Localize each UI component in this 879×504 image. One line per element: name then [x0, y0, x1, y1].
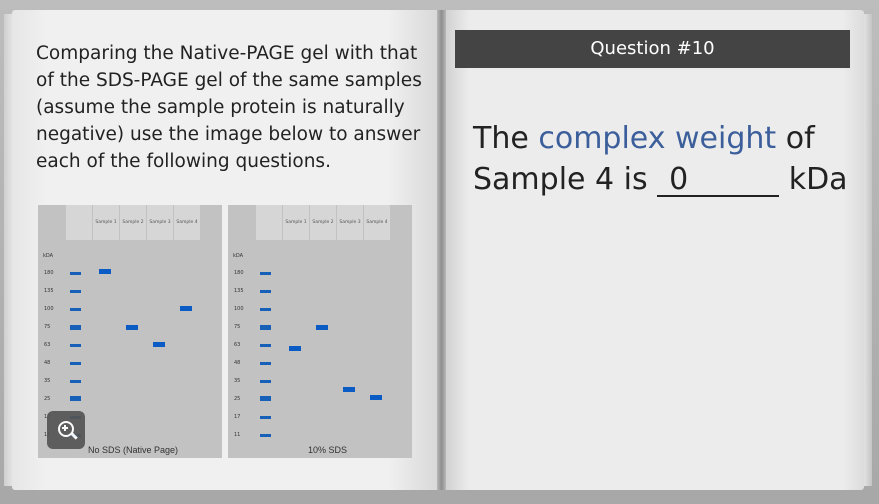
marker-label: 35: [44, 378, 51, 384]
gel-native: Sample 1 Sample 2 Sample 3 Sample 4 kDA …: [38, 205, 222, 458]
question-text: The complex weight of Sample 4 is 0 kDa: [473, 118, 853, 200]
marker-label: 100: [234, 306, 244, 312]
right-page: [444, 10, 864, 490]
marker-band: [70, 308, 81, 311]
sample-band: [289, 346, 301, 351]
sample-band: [99, 269, 111, 274]
gel-well: Sample 3: [147, 205, 173, 240]
page-edge-left: [4, 14, 12, 486]
marker-label: 63: [234, 342, 241, 348]
marker-label: 100: [44, 306, 54, 312]
well-label: Sample 2: [122, 220, 144, 225]
marker-label: 48: [44, 360, 51, 366]
kda-unit: kDA: [233, 253, 244, 259]
marker-label: 75: [234, 324, 241, 330]
marker-band: [70, 290, 81, 293]
marker-label: 180: [44, 270, 54, 276]
marker-label: 135: [234, 288, 244, 294]
marker-label: 135: [44, 288, 54, 294]
well-label: Sample 2: [312, 220, 334, 225]
sample-band: [126, 325, 138, 330]
well-label: Sample 4: [366, 220, 388, 225]
gel-well: Sample 4: [174, 205, 200, 240]
sample-band: [180, 306, 192, 311]
marker-band: [260, 290, 271, 293]
well-label: Sample 4: [176, 220, 198, 225]
marker-band: [70, 362, 81, 365]
marker-label: 25: [234, 396, 241, 402]
marker-band: [70, 325, 81, 330]
marker-band: [70, 272, 81, 275]
well-label: Sample 3: [339, 220, 361, 225]
marker-label: 17: [234, 414, 241, 420]
marker-band: [260, 396, 271, 401]
well-blank: [66, 205, 92, 240]
gel-well: Sample 1: [93, 205, 119, 240]
question-header: Question #10: [455, 30, 850, 68]
marker-band: [260, 344, 271, 347]
gel-well: Sample 2: [310, 205, 336, 240]
sample-band: [343, 387, 355, 392]
gel-well: Sample 1: [283, 205, 309, 240]
marker-band: [260, 416, 271, 419]
book-spine: [437, 10, 446, 490]
well-blank: [256, 205, 282, 240]
marker-label: 11: [234, 432, 241, 438]
question-text-after: of: [785, 121, 815, 156]
marker-band: [70, 396, 81, 401]
plus-vertical: [64, 425, 66, 431]
gel-well: Sample 3: [337, 205, 363, 240]
magnifier-handle: [70, 431, 78, 440]
marker-band: [260, 362, 271, 365]
sample-band: [316, 325, 328, 330]
marker-label: 25: [44, 396, 51, 402]
marker-label: 35: [234, 378, 241, 384]
gel-sds: Sample 1 Sample 2 Sample 3 Sample 4 kDA …: [228, 205, 412, 458]
marker-band: [70, 380, 81, 383]
well-label: Sample 1: [285, 220, 307, 225]
gel-label: No SDS (Native Page): [88, 445, 179, 455]
marker-label: 75: [44, 324, 51, 330]
marker-band: [260, 308, 271, 311]
kda-unit: kDA: [43, 253, 54, 259]
well-label: Sample 1: [95, 220, 117, 225]
gel-well: Sample 4: [364, 205, 390, 240]
marker-band: [260, 272, 271, 275]
marker-band: [70, 344, 81, 347]
marker-label: 48: [234, 360, 241, 366]
marker-band: [260, 434, 271, 437]
gel-label: 10% SDS: [308, 445, 348, 455]
question-keyword: complex weight: [538, 121, 777, 156]
sample-band: [370, 395, 382, 400]
page-edge-right: [864, 14, 872, 486]
marker-label: 180: [234, 270, 244, 276]
question-prompt: Comparing the Native-PAGE gel with that …: [36, 43, 422, 172]
question-text-before: The: [473, 121, 529, 156]
answer-blank[interactable]: 0: [657, 165, 780, 197]
marker-label: 63: [44, 342, 51, 348]
zoom-in-icon[interactable]: [47, 411, 85, 449]
marker-band: [260, 380, 271, 383]
sample-band: [153, 342, 165, 347]
magnifier-lens: [58, 421, 74, 437]
well-label: Sample 3: [149, 220, 171, 225]
answer-unit: kDa: [788, 162, 848, 197]
gel-well: Sample 2: [120, 205, 146, 240]
marker-band: [260, 325, 271, 330]
question-line2-prefix: Sample 4 is: [473, 162, 648, 197]
